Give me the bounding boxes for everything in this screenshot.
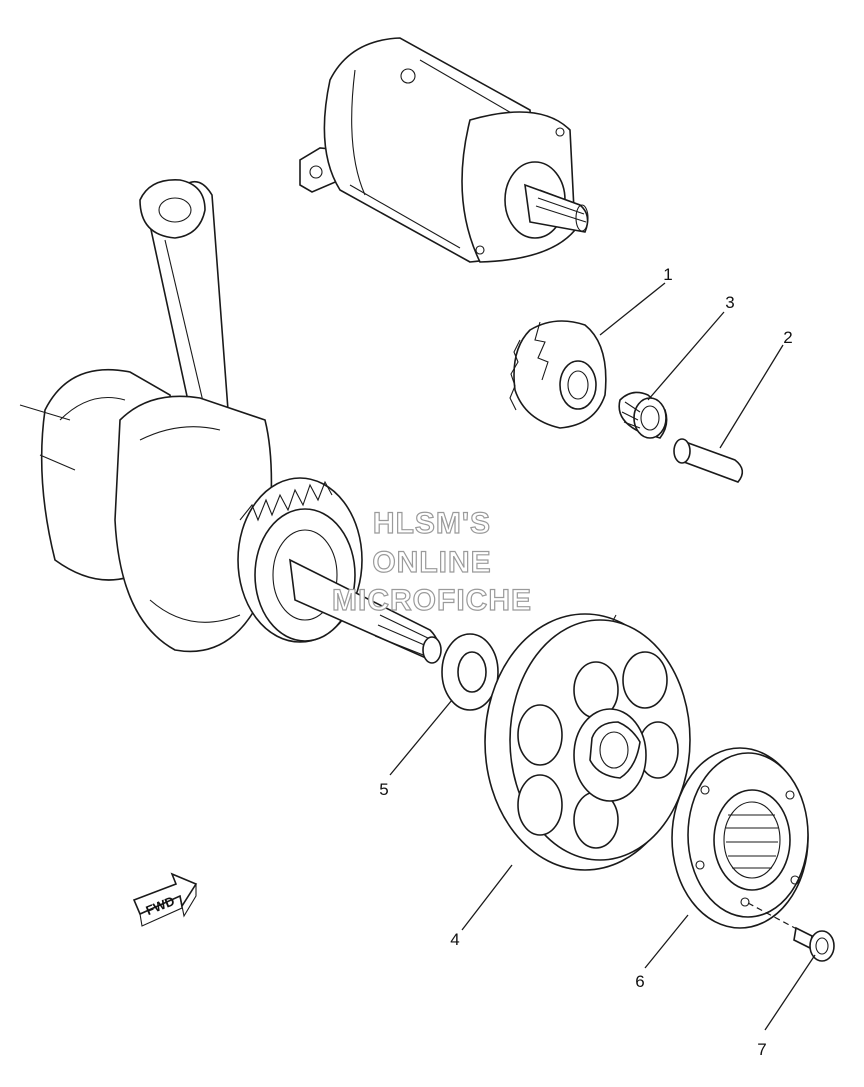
fwd-arrow-icon: FWD — [132, 872, 198, 927]
starter-idle-gear — [509, 320, 607, 429]
starter-clutch — [671, 747, 809, 929]
bolt-assembly-line — [747, 902, 809, 936]
callout-1: 1 — [663, 265, 672, 284]
callout-2: 2 — [783, 328, 792, 347]
starter-motor — [299, 37, 589, 263]
callout-7: 7 — [757, 1040, 766, 1059]
starter-wheel-gear — [484, 613, 691, 871]
callout-6: 6 — [635, 972, 644, 991]
watermark-line-3: MICROFICHE — [332, 584, 532, 617]
watermark-line-2: ONLINE — [372, 546, 491, 579]
bolt — [793, 926, 835, 962]
watermark: HLSM'S ONLINE MICROFICHE — [331, 506, 532, 617]
watermark-line-1: HLSM'S — [373, 507, 491, 540]
leader-lines — [389, 282, 816, 1031]
callout-3: 3 — [725, 293, 734, 312]
idle-gear-shaft — [673, 438, 744, 483]
washer — [441, 633, 499, 711]
callout-5: 5 — [379, 780, 388, 799]
callout-4: 4 — [450, 930, 459, 949]
needle-bearing — [618, 391, 668, 439]
crankshaft-assembly — [19, 179, 442, 664]
